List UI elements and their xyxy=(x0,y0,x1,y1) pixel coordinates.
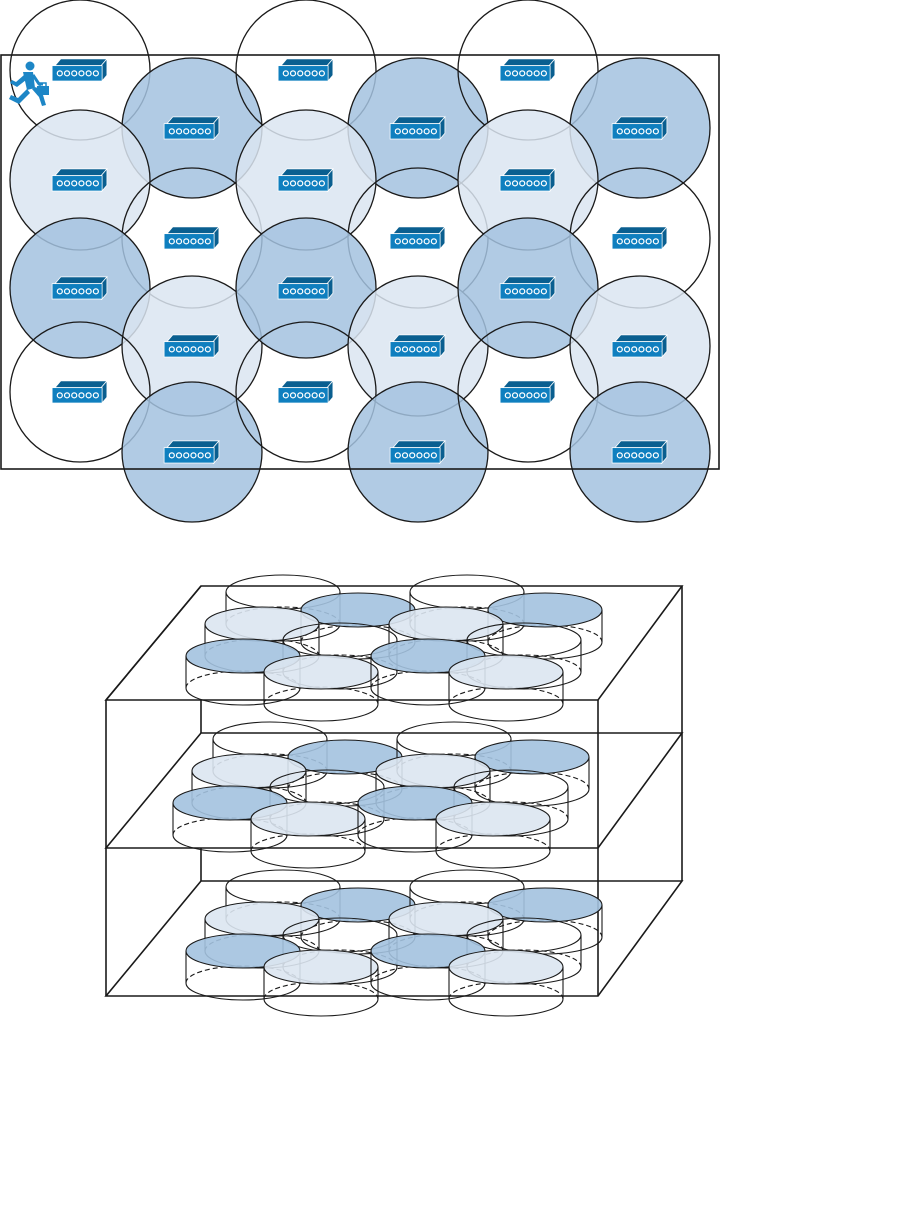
access-point-icon xyxy=(164,335,219,358)
access-point-icon xyxy=(52,381,107,404)
access-point-icon xyxy=(500,59,555,82)
access-point-icon xyxy=(164,117,219,140)
access-point-icon xyxy=(52,59,107,82)
access-point-icon xyxy=(500,169,555,192)
coverage-cylinder xyxy=(488,888,602,954)
access-point-icon xyxy=(390,227,445,250)
access-point-icon xyxy=(612,441,667,464)
access-point-icon xyxy=(164,441,219,464)
running-person-icon xyxy=(9,62,49,107)
floor-plan xyxy=(1,0,719,522)
access-point-icon xyxy=(278,59,333,82)
access-point-icon xyxy=(278,277,333,300)
coverage-cells xyxy=(10,0,710,522)
access-point-icon xyxy=(390,335,445,358)
access-point-icon xyxy=(500,381,555,404)
access-point-icon xyxy=(390,441,445,464)
access-point-icon xyxy=(612,117,667,140)
coverage-cylinder xyxy=(475,740,589,806)
access-point-icon xyxy=(278,381,333,404)
roof-edge xyxy=(106,586,201,700)
access-point-icon xyxy=(500,277,555,300)
three-floor-building xyxy=(106,575,682,1016)
access-point-icon xyxy=(390,117,445,140)
access-point-icon xyxy=(52,169,107,192)
floor-3 xyxy=(106,870,682,1016)
access-point-icon xyxy=(164,227,219,250)
access-point-icon xyxy=(52,277,107,300)
floor-2 xyxy=(106,722,682,868)
access-point-icon xyxy=(612,227,667,250)
access-point-icon xyxy=(612,335,667,358)
coverage-cylinder xyxy=(488,593,602,659)
access-point-icon xyxy=(278,169,333,192)
